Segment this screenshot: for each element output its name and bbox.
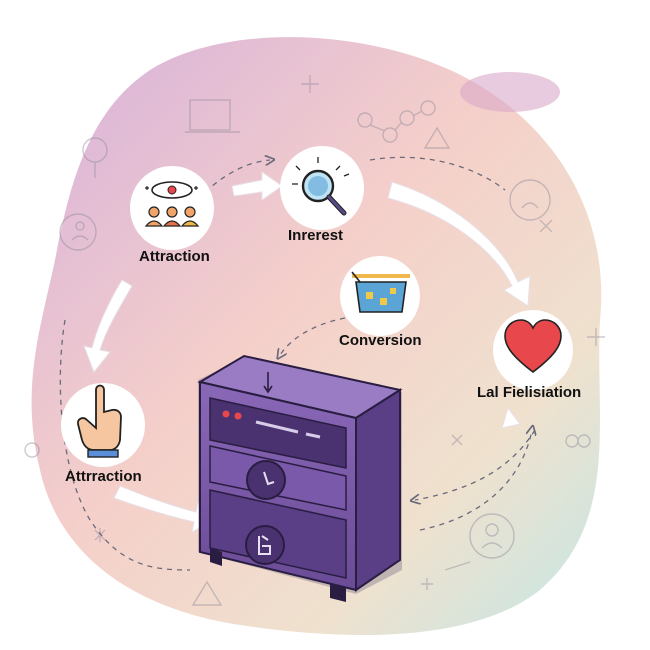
node-interest[interactable] — [280, 146, 364, 230]
node-loyalty[interactable] — [493, 310, 573, 390]
arrow-loyalty-to-device — [501, 406, 521, 429]
heart-icon — [504, 319, 562, 374]
label-interest: Inrerest — [288, 227, 344, 244]
node-attraction-bottom[interactable] — [61, 383, 145, 467]
dashed-flow-paths — [59, 157, 535, 571]
decorative-doodles — [24, 75, 605, 606]
label-conversion: Conversion — [339, 332, 422, 349]
label-attraction-bottom: Attrraction — [65, 468, 142, 485]
device-foot-left — [210, 548, 222, 566]
server-device-icon[interactable] — [197, 354, 403, 602]
arrow-attraction-to-device — [113, 485, 215, 533]
label-attraction-top: Attraction — [139, 248, 210, 265]
audience-target-icon — [144, 181, 200, 227]
arrow-attraction-to-interest — [231, 171, 283, 201]
arrow-interest-to-loyalty — [387, 181, 531, 307]
device-side — [355, 388, 401, 592]
magnifier-icon — [292, 157, 350, 216]
label-loyalty: Lal Fielisiation — [477, 384, 582, 401]
node-conversion[interactable] — [340, 256, 420, 336]
pointing-hand-icon — [77, 384, 122, 458]
blob-bubble — [460, 72, 560, 112]
device-foot-right — [330, 584, 346, 602]
device-panel-top — [209, 397, 347, 469]
arrow-attraction-down — [83, 279, 133, 373]
node-attraction-top[interactable] — [130, 166, 214, 250]
cart-box-icon — [351, 271, 410, 313]
flow-arrows — [83, 171, 531, 533]
